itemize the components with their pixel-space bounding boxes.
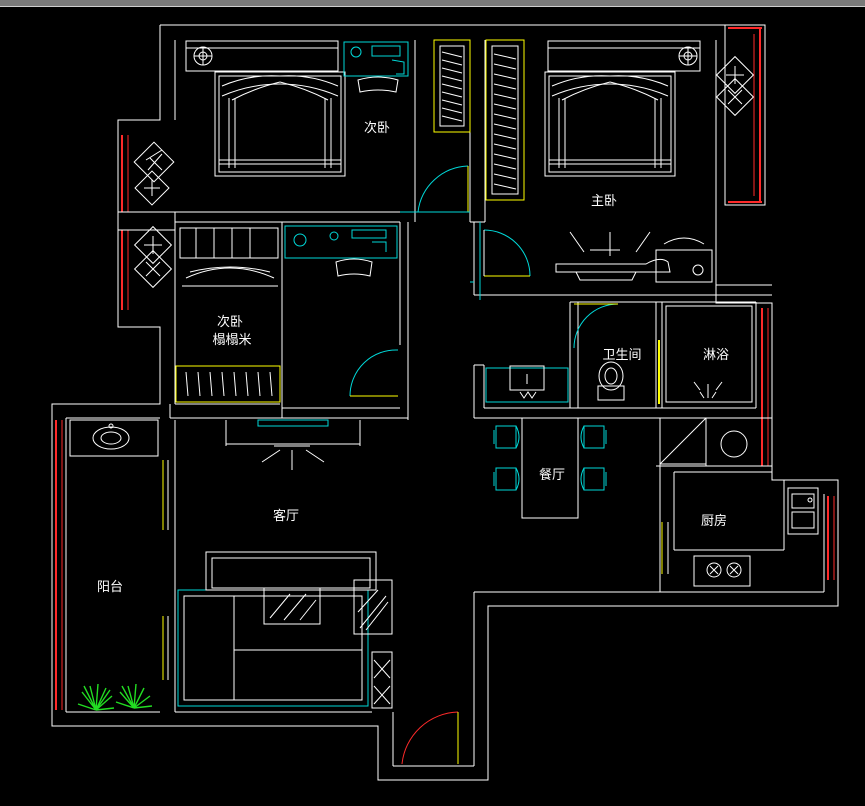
window-left-upper [117, 135, 176, 310]
room-label-kitchen: 厨房 [701, 513, 727, 529]
desk-icon [343, 41, 409, 77]
side-table-icon [353, 579, 393, 709]
door-icon [661, 522, 669, 574]
room-label-shower: 淋浴 [703, 348, 729, 363]
stove-icon [693, 555, 751, 587]
bed-icon [544, 40, 701, 177]
nightstand-lamp-icon [678, 46, 698, 66]
door-icon [401, 711, 459, 765]
room-label-tatami: 榻榻米 [212, 333, 251, 348]
plant-icon [715, 55, 755, 117]
plant-icon [133, 141, 175, 206]
window-balcony [55, 420, 63, 710]
window-top-border [0, 6, 865, 7]
room-label-secondary-bedroom-2: 次卧 [217, 314, 243, 330]
window-right [761, 308, 835, 580]
window-top-bar [0, 0, 865, 6]
tatami-storage-icon [175, 365, 281, 403]
sliding-door-icon [162, 460, 169, 680]
tv-cabinet-icon [225, 419, 361, 470]
room-label-master-bedroom: 主卧 [591, 194, 617, 209]
plant-icon [77, 683, 153, 711]
nightstand-lamp-icon [193, 46, 213, 66]
kitchen-sink-icon [787, 487, 819, 535]
bed-icon [179, 227, 279, 287]
sink-icon [485, 365, 569, 403]
room-label-living-room: 客厅 [273, 508, 299, 524]
sofa-icon [177, 589, 369, 707]
desk-icon [284, 225, 398, 259]
outer-walls [51, 24, 839, 781]
desk-chair-icon [357, 76, 399, 93]
structure-details [400, 211, 481, 300]
dresser-icon [555, 231, 713, 283]
room-label-bathroom: 卫生间 [602, 348, 641, 363]
wash-basin-icon [69, 419, 159, 457]
toilet-icon [597, 361, 625, 401]
door-icon [483, 229, 531, 277]
plant-icon [133, 225, 173, 289]
shower-head-icon [693, 381, 723, 399]
room-label-balcony: 阳台 [97, 580, 123, 595]
window-top-right [724, 24, 766, 206]
fridge-icon [659, 417, 748, 465]
wardrobe-icon [433, 39, 525, 201]
interior-walls [170, 40, 785, 592]
door-icon [573, 303, 619, 349]
shower-tray [665, 305, 753, 403]
bed-icon [185, 40, 346, 177]
desk-chair-icon [335, 258, 373, 277]
room-label-dining-room: 餐厅 [539, 467, 565, 483]
door-icon [417, 165, 469, 213]
coffee-table-icon [205, 551, 377, 625]
dining-table-icon [493, 417, 607, 519]
room-label-secondary-bedroom-1: 次卧 [364, 120, 390, 136]
door-icon [349, 349, 399, 397]
